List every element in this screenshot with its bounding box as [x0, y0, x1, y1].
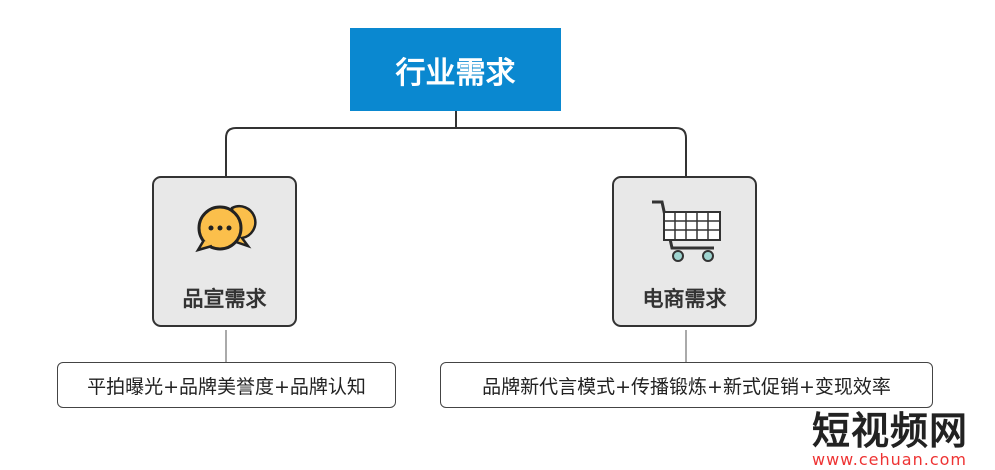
detail-ecommerce: 品牌新代言模式+传播锻炼+新式促销+变现效率 — [440, 362, 933, 408]
watermark-title: 短视频网 — [812, 408, 969, 453]
chat-bubbles-icon — [195, 205, 257, 253]
branch-node-ecommerce: 电商需求 — [612, 176, 757, 327]
branch-label: 电商需求 — [642, 287, 727, 311]
branch-label: 品宣需求 — [182, 287, 267, 311]
shopping-cart-icon — [652, 200, 721, 262]
watermark-url: www.cehuan.com — [812, 450, 967, 469]
branch-node-brand: 品宣需求 — [152, 176, 297, 327]
detail-brand: 平拍曝光+品牌美誉度+品牌认知 — [57, 362, 396, 408]
root-node: 行业需求 — [350, 28, 561, 111]
